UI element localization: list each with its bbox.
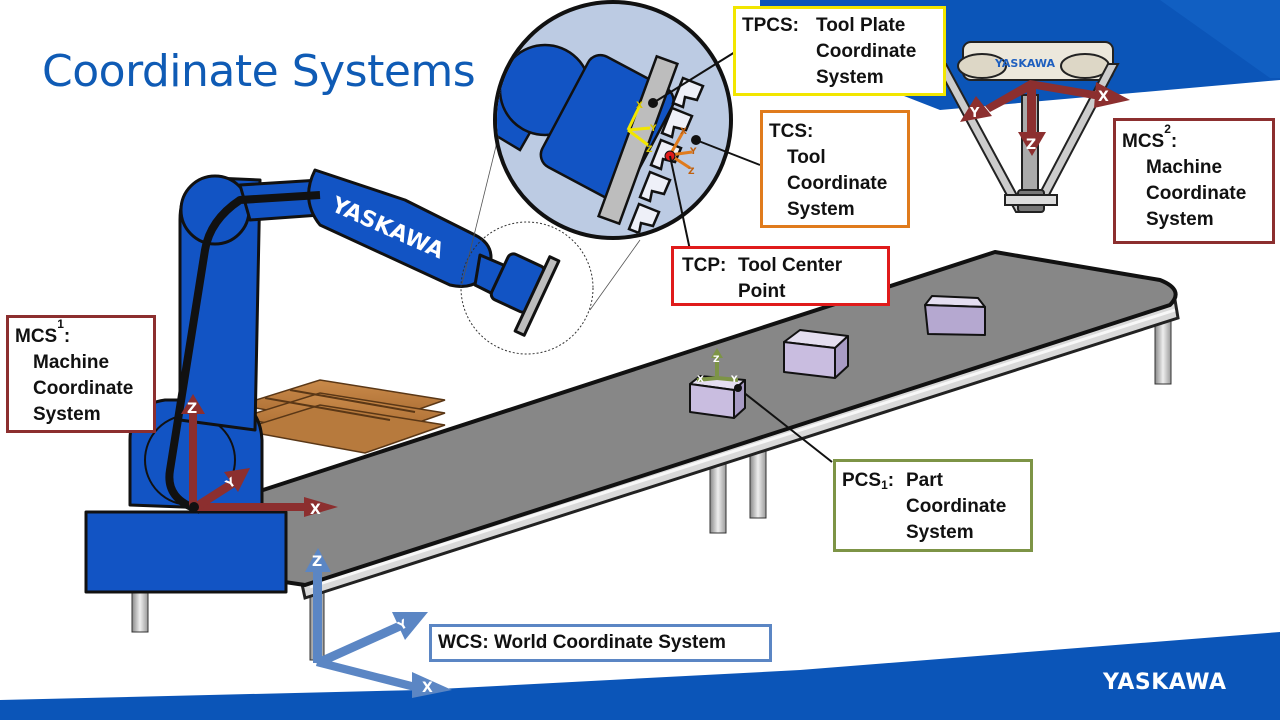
svg-text:Y: Y bbox=[969, 106, 980, 121]
svg-text:Z: Z bbox=[688, 167, 695, 177]
svg-text:Y: Y bbox=[649, 124, 657, 134]
conveyor bbox=[129, 250, 1180, 661]
svg-text:X: X bbox=[1098, 89, 1109, 105]
pcs1-label: PCS1:Part Coordinate System bbox=[833, 459, 1033, 552]
tpcs-abbr: TPCS: bbox=[742, 15, 799, 36]
svg-text:Z: Z bbox=[1026, 137, 1036, 153]
svg-text:Z: Z bbox=[646, 145, 653, 155]
robot-base bbox=[84, 510, 288, 594]
svg-text:X: X bbox=[636, 101, 643, 111]
svg-text:Z: Z bbox=[312, 554, 322, 570]
mcs1-axes bbox=[181, 394, 338, 517]
tpcs-axes bbox=[626, 104, 651, 147]
bottom-band bbox=[0, 632, 1280, 720]
mcs1-origin bbox=[189, 502, 199, 512]
svg-text:Z: Z bbox=[713, 355, 720, 365]
wcs-label: WCS: World Coordinate System bbox=[429, 624, 772, 662]
wood-pallet bbox=[239, 379, 446, 454]
zoom-focus-circle bbox=[460, 221, 594, 355]
svg-text:Y: Y bbox=[689, 147, 697, 157]
robot-cable bbox=[165, 191, 321, 514]
svg-text:Z: Z bbox=[187, 401, 197, 417]
svg-text:Y: Y bbox=[730, 375, 738, 385]
svg-text:X: X bbox=[680, 127, 687, 137]
top-right-band-highlight bbox=[1160, 0, 1280, 78]
svg-text:X: X bbox=[697, 375, 704, 385]
tcp-label: TCP:Tool Center Point bbox=[671, 246, 890, 306]
svg-text:X: X bbox=[422, 680, 433, 696]
pcs-leader bbox=[737, 387, 833, 463]
tcs-leader bbox=[695, 139, 761, 166]
wcs-axes bbox=[305, 548, 452, 698]
svg-text:X: X bbox=[310, 502, 321, 518]
tcs-label: TCS: Tool Coordinate System bbox=[760, 110, 910, 228]
pcs-axes bbox=[696, 348, 739, 382]
tpcs-label: TPCS:Tool Plate Coordinate System bbox=[733, 6, 946, 96]
delta-robot-brand: YASKAWA bbox=[994, 57, 1056, 70]
part-box bbox=[783, 329, 849, 379]
magnified-tool-view: X Y Z X Y Z bbox=[493, 0, 733, 240]
yaskawa-logo: YASKAWA bbox=[1103, 670, 1227, 695]
slide-title: Coordinate Systems bbox=[42, 46, 476, 97]
parts bbox=[689, 295, 986, 419]
tpcs-leader bbox=[652, 51, 736, 104]
robot-tool-plate bbox=[513, 255, 561, 337]
part-box bbox=[924, 295, 986, 336]
mcs2-axes bbox=[960, 80, 1130, 156]
tcp-leader bbox=[669, 155, 691, 251]
